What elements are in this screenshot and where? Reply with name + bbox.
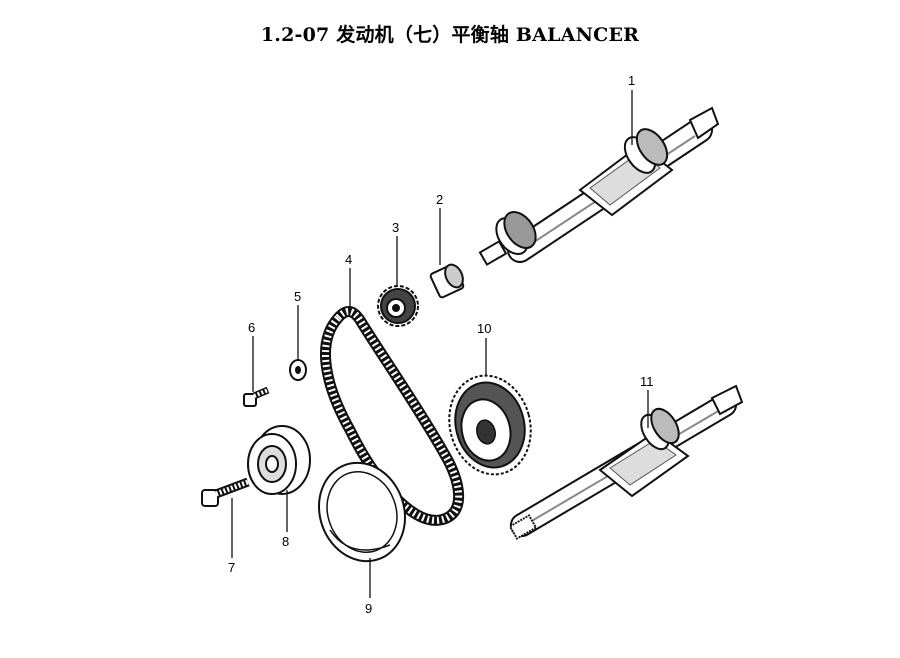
part-drive-gear-small: [377, 285, 419, 327]
part-bolt-small: [243, 386, 270, 407]
part-tensioner-pulley: [247, 425, 311, 495]
callout-11: 11: [640, 374, 654, 389]
callout-3: 3: [392, 220, 399, 235]
callout-8: 8: [282, 534, 289, 549]
part-sprocket-large: [448, 374, 532, 476]
callout-2: 2: [436, 192, 443, 207]
callout-7: 7: [228, 560, 235, 575]
callout-labels: 1 2 3 4 5 6 7 8 9 10 11: [228, 73, 654, 616]
leader-lines: [231, 90, 649, 598]
callout-5: 5: [294, 289, 301, 304]
callout-9: 9: [365, 601, 372, 616]
callout-6: 6: [248, 320, 255, 335]
part-washer: [289, 359, 307, 381]
part-bushing: [429, 263, 465, 299]
callout-1: 1: [628, 73, 635, 88]
part-pulley-plate: [317, 461, 407, 563]
part-bolt-long: [201, 477, 250, 507]
page-title: 1.2-07 发动机（七）平衡轴 BALANCER: [260, 24, 640, 46]
part-timing-belt: [320, 306, 465, 526]
part-balancer-shaft-lower: [508, 384, 744, 540]
callout-10: 10: [477, 321, 491, 336]
part-balancer-shaft-upper: [478, 106, 720, 266]
callout-4: 4: [345, 252, 352, 267]
